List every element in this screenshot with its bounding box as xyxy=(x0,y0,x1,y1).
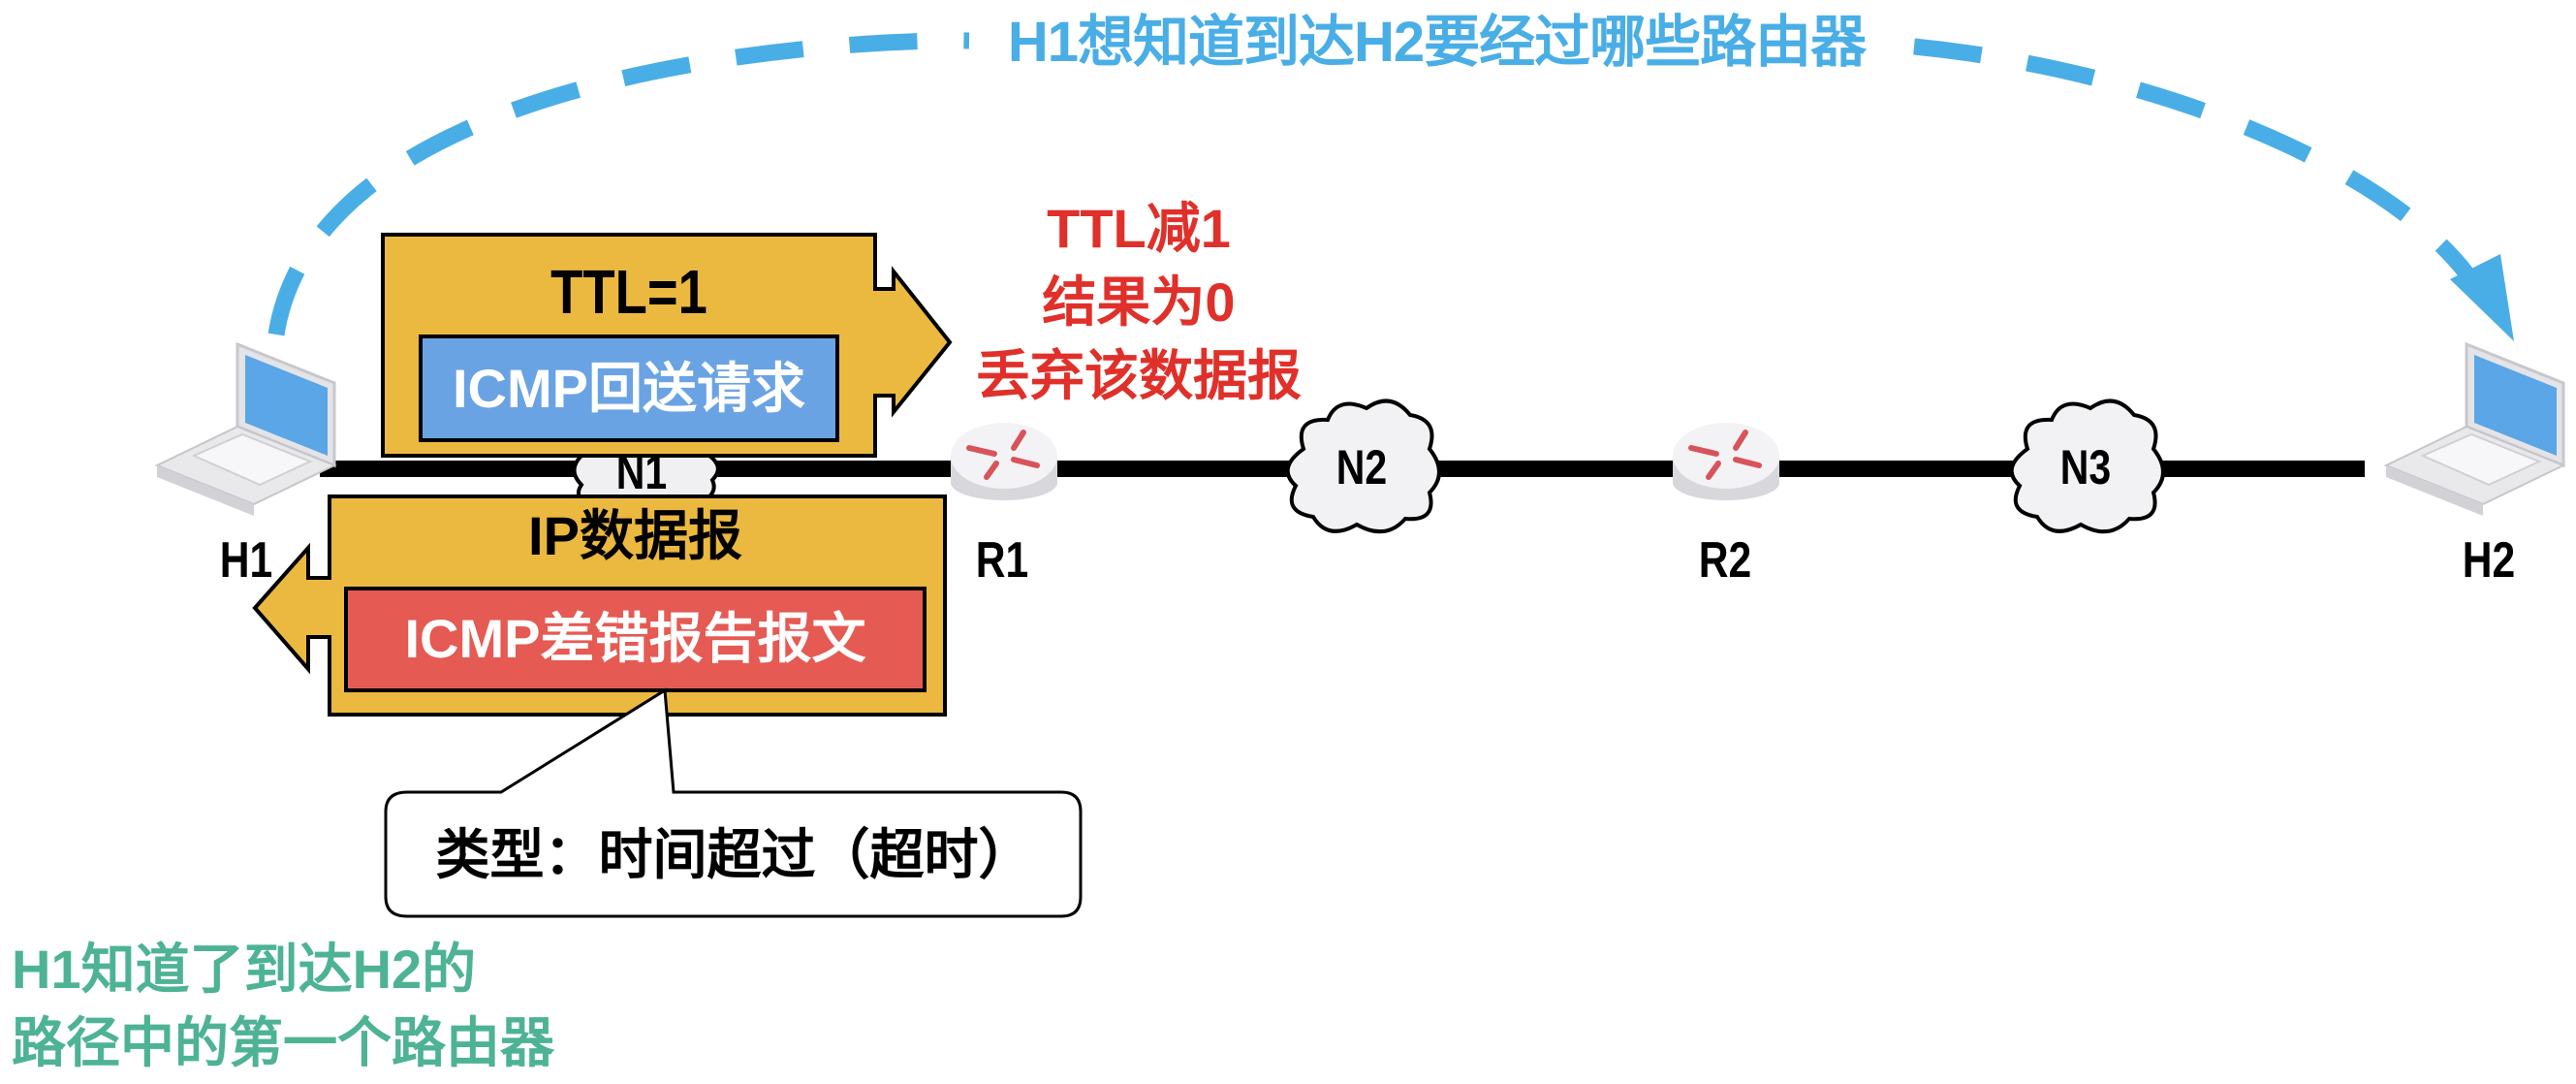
node-label-r2: R2 xyxy=(1698,532,1752,589)
callout-bubble xyxy=(384,687,1083,918)
ip-datagram-label: IP数据报 xyxy=(528,505,742,566)
icmp-echo-request-label: ICMP回送请求 xyxy=(453,358,805,419)
cloud-n2-icon xyxy=(1285,399,1441,534)
network-label-n1: N1 xyxy=(615,445,668,499)
network-label-n3: N3 xyxy=(2059,440,2112,494)
router-note-line-3: 丢弃该数据报 xyxy=(976,345,1302,406)
network-label-n2: N2 xyxy=(1335,440,1388,494)
node-label-h1: H1 xyxy=(219,532,273,589)
router-note-line-1: TTL减1 xyxy=(1047,198,1231,259)
router-r1-icon xyxy=(951,423,1057,500)
return-packet-shape xyxy=(252,494,947,717)
router-note: TTL减1 结果为0 丢弃该数据报 xyxy=(930,192,1347,413)
callout-type-text: 类型：时间超过（超时） xyxy=(435,824,1033,885)
node-label-r1: R1 xyxy=(975,532,1029,589)
ttl-label: TTL=1 xyxy=(550,257,707,327)
cloud-n3-icon xyxy=(2009,399,2165,534)
arc-arrowhead-icon xyxy=(2450,254,2514,341)
node-label-h2: H2 xyxy=(2462,532,2516,589)
laptop-h2-icon xyxy=(2383,341,2566,516)
router-note-line-2: 结果为0 xyxy=(1042,271,1236,333)
outgoing-packet-shape xyxy=(381,233,953,458)
conclusion-line-2: 路径中的第一个路由器 xyxy=(12,1012,554,1073)
laptop-h1-icon xyxy=(154,341,337,516)
path-arc-dashed xyxy=(267,32,2473,336)
router-r2-icon xyxy=(1673,423,1779,500)
conclusion-line-1: H1知道了到达H2的 xyxy=(12,939,477,1000)
icmp-error-report-label: ICMP差错报告报文 xyxy=(404,608,866,669)
diagram-title: H1想知道到达H2要经过哪些路由器 xyxy=(1007,11,1867,74)
conclusion-note: H1知道了到达H2的 路径中的第一个路由器 xyxy=(12,933,554,1080)
